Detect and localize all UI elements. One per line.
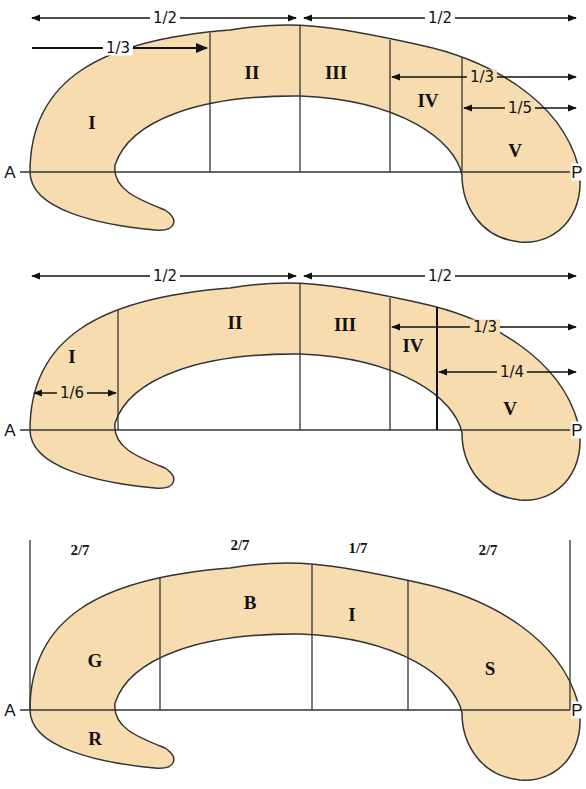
panel-one	[20, 18, 580, 242]
dimension-label: 1/3	[470, 320, 500, 335]
division-line	[389, 40, 390, 172]
segment-label: V	[500, 399, 520, 418]
fraction-label: 2/7	[227, 538, 252, 553]
segment-label: III	[331, 315, 359, 334]
segment-label: V	[505, 141, 525, 160]
ap-line	[20, 709, 570, 710]
region-label: B	[241, 593, 260, 612]
fraction-label: 2/7	[475, 543, 500, 558]
segment-label: II	[242, 63, 263, 82]
division-line	[407, 580, 408, 710]
direction-label: A	[4, 422, 15, 439]
segment-label: IV	[399, 336, 426, 355]
callosum-outline	[30, 563, 580, 780]
dimension-label: 1/6	[57, 386, 87, 401]
dimension-label: 1/2	[425, 269, 455, 284]
dimension-label: 1/3	[467, 70, 497, 85]
division-line	[311, 565, 312, 710]
dimension-label: 1/2	[150, 11, 180, 26]
division-line	[461, 57, 462, 172]
segment-label: III	[322, 63, 350, 82]
dimension-label: 1/2	[150, 269, 180, 284]
segment-label: I	[65, 347, 78, 366]
division-line	[389, 298, 390, 430]
division-line	[159, 578, 160, 710]
region-label: G	[85, 651, 106, 670]
direction-label: A	[4, 164, 15, 181]
direction-label: A	[4, 702, 15, 719]
division-line	[299, 283, 300, 430]
dimension-label: 1/3	[103, 41, 133, 56]
segment-label: I	[85, 113, 98, 132]
callosum-outline	[30, 283, 580, 500]
dimension-label: 1/5	[505, 101, 535, 116]
division-line	[299, 25, 300, 172]
boundary-line	[29, 540, 30, 710]
division-line	[209, 33, 210, 172]
direction-label: P	[571, 422, 582, 439]
dimension-label: 1/2	[425, 11, 455, 26]
segment-label: IV	[414, 91, 441, 110]
panel-two	[20, 276, 580, 500]
direction-label: P	[571, 164, 582, 181]
ap-line	[20, 429, 570, 430]
fraction-label: 1/7	[345, 541, 370, 556]
fraction-label: 2/7	[67, 543, 92, 558]
region-label: I	[345, 605, 358, 624]
region-label: R	[85, 729, 105, 748]
panel-three	[20, 540, 580, 780]
direction-label: P	[571, 702, 582, 719]
division-line	[436, 307, 438, 430]
callosum-outline	[30, 25, 580, 242]
ap-line	[20, 171, 570, 172]
segment-label: II	[225, 313, 246, 332]
division-line	[117, 310, 118, 430]
boundary-line	[569, 540, 570, 710]
dimension-label: 1/4	[497, 365, 527, 380]
region-label: S	[482, 659, 499, 678]
